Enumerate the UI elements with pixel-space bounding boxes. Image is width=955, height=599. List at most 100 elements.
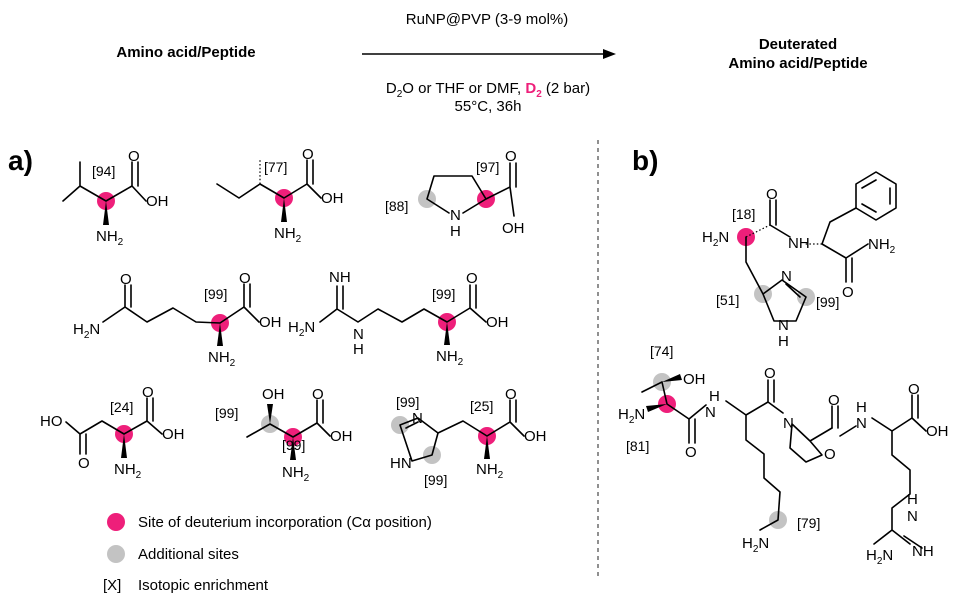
svg-text:O: O <box>78 455 90 472</box>
legend-x-label: Isotopic enrichment <box>138 577 269 594</box>
svg-text:[99]: [99] <box>432 286 455 302</box>
proline-structure: [97] [88] N H O OH <box>385 148 525 240</box>
threonine-structure: [99] [99] OH O OH NH2 <box>215 386 353 484</box>
svg-text:H: H <box>353 341 364 358</box>
svg-text:OH: OH <box>683 371 706 388</box>
svg-text:HN: HN <box>390 455 412 472</box>
svg-text:NH2: NH2 <box>436 348 464 368</box>
isoleucine-structure: [77] O OH NH2 <box>216 146 344 245</box>
svg-text:NH: NH <box>329 269 351 286</box>
svg-text:O: O <box>128 148 140 165</box>
svg-text:H2N: H2N <box>742 535 769 555</box>
svg-text:NH2: NH2 <box>96 228 124 248</box>
svg-text:[51]: [51] <box>716 292 739 308</box>
svg-text:[99]: [99] <box>396 394 419 410</box>
svg-text:H: H <box>907 491 918 508</box>
catalyst-label: RuNP@PVP (3-9 mol%) <box>406 11 569 28</box>
svg-text:OH: OH <box>259 314 282 331</box>
svg-text:H2N: H2N <box>618 406 645 426</box>
svg-text:OH: OH <box>162 426 185 443</box>
svg-text:O: O <box>824 446 836 463</box>
legend-pink-label: Site of deuterium incorporation (Cα posi… <box>138 514 432 531</box>
svg-text:NH: NH <box>912 543 934 560</box>
svg-text:N: N <box>412 410 423 427</box>
svg-text:H: H <box>778 333 789 350</box>
svg-text:[18]: [18] <box>732 206 755 222</box>
svg-text:[88]: [88] <box>385 198 408 214</box>
glutamine-structure: [99] O O OH H2N NH2 <box>73 270 282 369</box>
legend-x-marker: [X] <box>103 577 121 594</box>
svg-text:N: N <box>778 317 789 334</box>
arginine-structure: [99] NH N H O OH H2N NH2 <box>288 269 509 368</box>
svg-text:NH: NH <box>788 235 810 252</box>
svg-text:O: O <box>239 270 251 287</box>
svg-text:N: N <box>353 326 364 343</box>
svg-text:[94]: [94] <box>92 163 115 179</box>
histidine-structure: [99] [99] [25] N HN O OH NH2 <box>390 386 547 488</box>
svg-text:H: H <box>856 399 867 416</box>
legend-grey-swatch <box>107 545 125 563</box>
temperature-label: 55°C, 36h <box>455 98 522 115</box>
svg-text:H2N: H2N <box>73 321 100 341</box>
svg-text:[79]: [79] <box>797 515 820 531</box>
svg-text:[99]: [99] <box>282 437 305 453</box>
svg-text:N: N <box>450 207 461 224</box>
svg-text:[97]: [97] <box>476 159 499 175</box>
peptide-thr-lys-pro-arg-structure: [74] [81] [79] OH H2N O H N O N O O H N … <box>618 343 949 567</box>
svg-text:[77]: [77] <box>264 159 287 175</box>
svg-text:H2N: H2N <box>866 547 893 567</box>
product-label-line2: Amino acid/Peptide <box>728 55 867 72</box>
svg-text:N: N <box>705 404 716 421</box>
svg-text:[74]: [74] <box>650 343 673 359</box>
svg-text:OH: OH <box>486 314 509 331</box>
svg-text:NH2: NH2 <box>274 225 302 245</box>
svg-text:NH2: NH2 <box>114 461 142 481</box>
svg-text:[99]: [99] <box>215 405 238 421</box>
legend-grey-label: Additional sites <box>138 546 239 563</box>
svg-text:N: N <box>856 415 867 432</box>
svg-text:H2N: H2N <box>288 319 315 339</box>
svg-text:[99]: [99] <box>424 472 447 488</box>
svg-text:O: O <box>842 284 854 301</box>
legend: Site of deuterium incorporation (Cα posi… <box>103 513 432 594</box>
svg-text:H2N: H2N <box>702 229 729 249</box>
panel-a-label: a) <box>8 145 33 176</box>
svg-text:O: O <box>466 270 478 287</box>
svg-text:OH: OH <box>330 428 353 445</box>
svg-text:O: O <box>312 386 324 403</box>
valine-structure: [94] O OH NH2 <box>62 148 169 248</box>
panel-b-label: b) <box>632 145 658 176</box>
svg-text:O: O <box>142 384 154 401</box>
svg-text:NH2: NH2 <box>208 349 236 369</box>
svg-text:OH: OH <box>146 193 169 210</box>
reaction-arrow-head <box>603 49 616 59</box>
reactant-label: Amino acid/Peptide <box>116 44 255 61</box>
svg-text:OH: OH <box>262 386 285 403</box>
svg-text:H: H <box>450 223 461 240</box>
svg-text:[25]: [25] <box>470 398 493 414</box>
svg-text:O: O <box>766 186 778 203</box>
svg-text:N: N <box>907 508 918 525</box>
svg-text:OH: OH <box>321 190 344 207</box>
aspartic-acid-structure: [24] HO O O OH NH2 <box>40 384 185 481</box>
svg-text:NH2: NH2 <box>476 461 504 481</box>
svg-text:O: O <box>685 444 697 461</box>
svg-text:O: O <box>505 386 517 403</box>
svg-text:[99]: [99] <box>204 286 227 302</box>
svg-text:OH: OH <box>926 423 949 440</box>
svg-text:HO: HO <box>40 413 63 430</box>
svg-text:O: O <box>505 148 517 165</box>
svg-text:H: H <box>709 388 720 405</box>
svg-text:O: O <box>828 392 840 409</box>
svg-text:O: O <box>908 381 920 398</box>
svg-text:OH: OH <box>502 220 525 237</box>
peptide-his-phe-structure: [18] [51] [99] H2N O NH O NH2 N N H <box>702 171 897 350</box>
svg-text:[81]: [81] <box>626 438 649 454</box>
svg-text:NH2: NH2 <box>282 464 310 484</box>
svg-text:N: N <box>783 415 794 432</box>
svg-text:NH2: NH2 <box>868 236 896 256</box>
svg-text:[99]: [99] <box>816 294 839 310</box>
svg-text:OH: OH <box>524 428 547 445</box>
product-label-line1: Deuterated <box>759 36 837 53</box>
